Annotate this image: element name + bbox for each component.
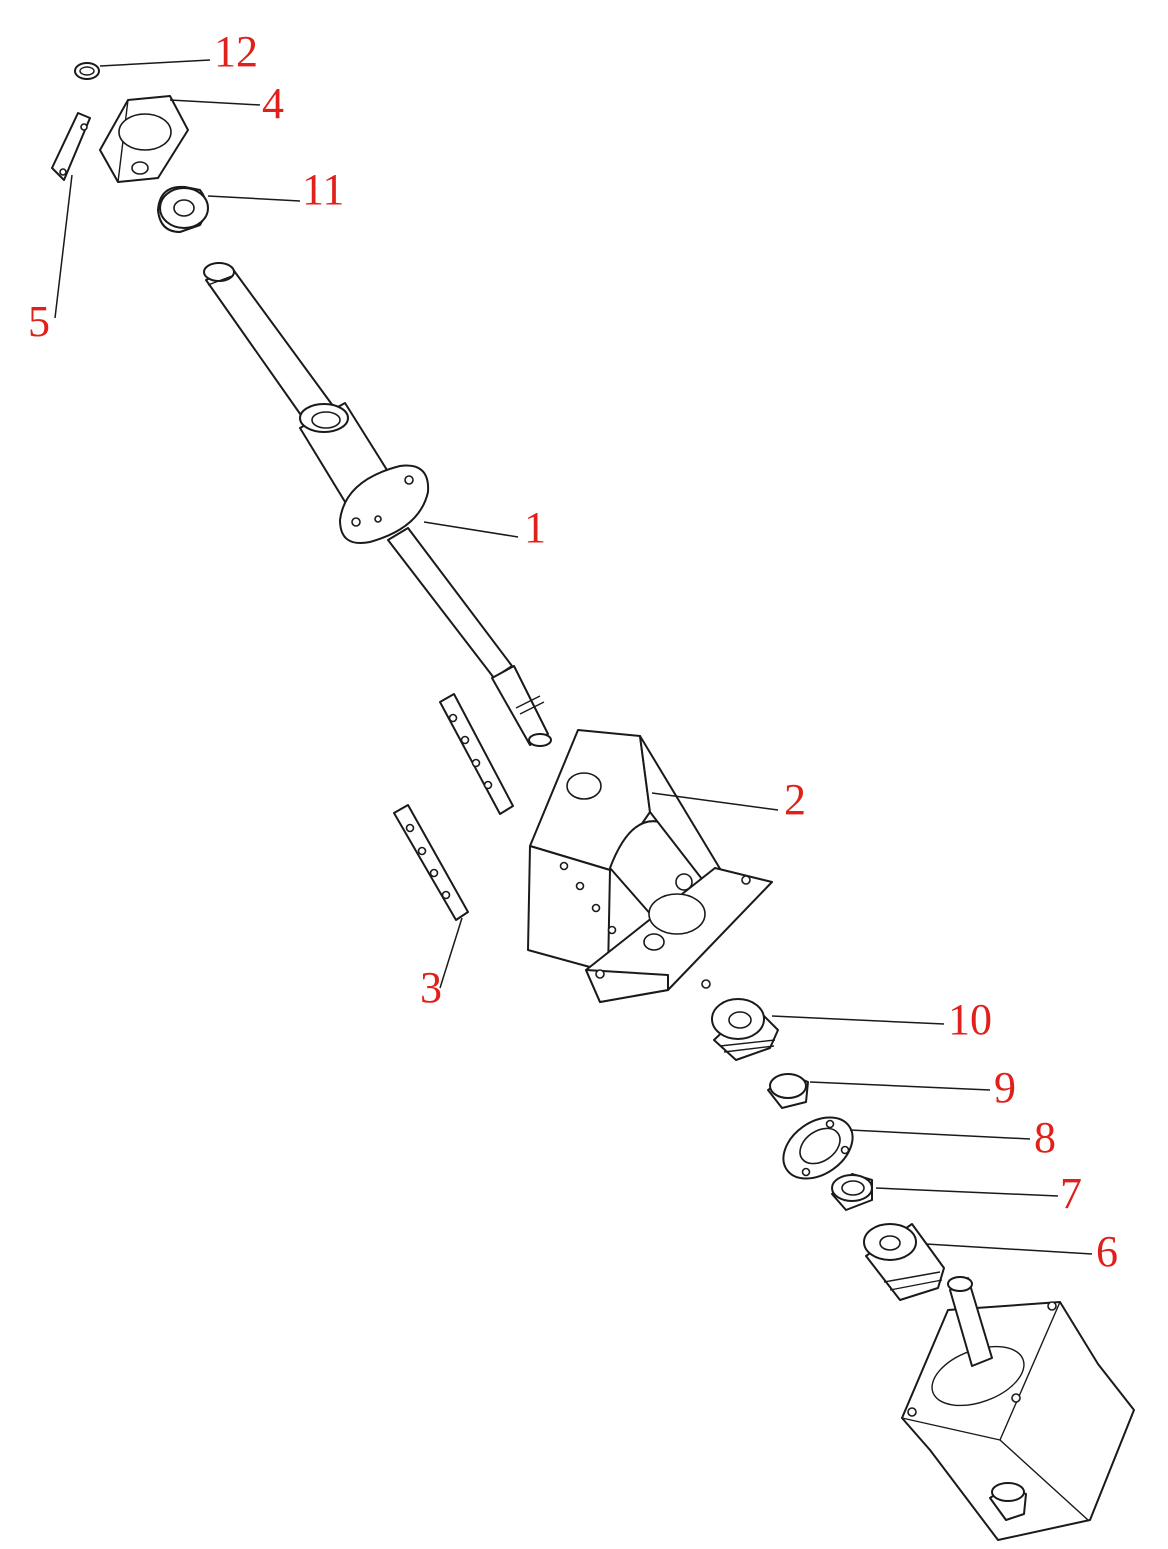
leader-6 bbox=[925, 1243, 1093, 1255]
leader-lines bbox=[54, 59, 1093, 1255]
leader-2 bbox=[651, 792, 779, 811]
stepper-motor bbox=[901, 1276, 1135, 1541]
leader-7 bbox=[875, 1187, 1059, 1197]
callout-7: 7 bbox=[1060, 1169, 1082, 1218]
part-10-coupling bbox=[711, 998, 779, 1061]
part-9-spacer bbox=[767, 1073, 809, 1109]
leader-10 bbox=[771, 1015, 945, 1025]
part-11-bearing bbox=[157, 185, 209, 233]
callout-6: 6 bbox=[1096, 1227, 1118, 1276]
leader-12 bbox=[99, 59, 211, 67]
callout-labels: 12 4 11 5 1 2 3 10 9 8 7 6 bbox=[28, 27, 1118, 1276]
leader-8 bbox=[849, 1129, 1031, 1140]
part-12-retaining-ring bbox=[74, 62, 100, 80]
callout-2: 2 bbox=[784, 775, 806, 824]
leader-4 bbox=[169, 99, 261, 106]
callout-10: 10 bbox=[948, 995, 992, 1044]
callout-8: 8 bbox=[1034, 1113, 1056, 1162]
part-4-end-block bbox=[99, 95, 189, 183]
part-1-ball-screw bbox=[203, 262, 552, 747]
callout-9: 9 bbox=[994, 1063, 1016, 1112]
callout-11: 11 bbox=[302, 165, 344, 214]
part-2-bracket bbox=[527, 729, 773, 1003]
callout-4: 4 bbox=[262, 79, 284, 128]
part-8-flange bbox=[782, 1116, 854, 1180]
leader-1 bbox=[423, 521, 519, 538]
callout-12: 12 bbox=[214, 27, 258, 76]
callout-5: 5 bbox=[28, 297, 50, 346]
leader-9 bbox=[809, 1081, 991, 1091]
part-7-bearing bbox=[831, 1173, 873, 1211]
leader-11 bbox=[207, 195, 301, 202]
part-5-small-plate bbox=[51, 112, 91, 181]
callout-1: 1 bbox=[524, 503, 546, 552]
leader-3 bbox=[439, 917, 463, 989]
leader-5 bbox=[54, 174, 73, 319]
part-3-upper-strip bbox=[439, 693, 514, 815]
part-6-coupling bbox=[863, 1223, 945, 1301]
callout-3: 3 bbox=[420, 963, 442, 1012]
part-3-lower-strip bbox=[393, 804, 469, 921]
